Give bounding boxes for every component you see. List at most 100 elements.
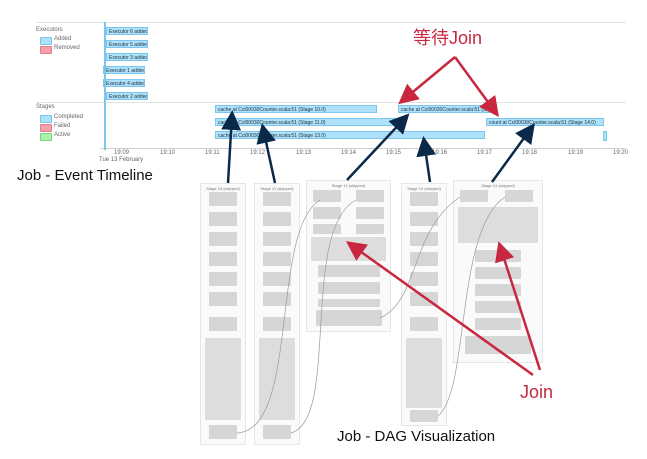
stage-event[interactable]: count at Ccl00030Counter.scala:51 (Stage… <box>486 118 604 126</box>
dag-node <box>209 292 237 306</box>
tick-label: 19:17 <box>477 150 493 156</box>
dag-node <box>263 272 291 286</box>
legend-completed-label: Completed <box>54 114 84 120</box>
dag-node <box>263 232 291 246</box>
dag-node <box>209 212 237 226</box>
stages-heading: Stages <box>36 104 55 110</box>
red-arrow <box>345 241 534 377</box>
executors-heading: Executors <box>36 27 63 33</box>
dag-stage-title: Stage 12 (skipped) <box>331 183 366 188</box>
dag-node <box>356 207 384 219</box>
navy-arrow <box>256 123 277 184</box>
legend-completed-swatch <box>40 115 52 123</box>
dag-node <box>313 190 341 202</box>
dag-node <box>263 192 291 206</box>
dag-node <box>410 410 438 422</box>
tick-label: 19:14 <box>341 150 357 156</box>
stage-active-sliver[interactable] <box>603 131 607 141</box>
dag-node <box>410 272 438 286</box>
dag-node <box>505 190 533 202</box>
red-arrow <box>453 56 499 118</box>
tick-label: 19:20 <box>613 150 629 156</box>
dag-node <box>209 192 237 206</box>
legend-removed-swatch <box>40 46 52 54</box>
dag-stage-title: Stage 14 (skipped) <box>481 183 515 188</box>
executor-event[interactable]: Executor 5 added <box>106 40 148 48</box>
event-timeline: Executors Added Removed Executor 6 added… <box>0 0 647 165</box>
dag-node <box>209 425 237 439</box>
legend-active-label: Active <box>54 132 71 138</box>
tick-label: 19:10 <box>160 150 176 156</box>
dag-node <box>318 265 380 277</box>
red-arrow <box>495 241 542 371</box>
wait-join-label: 等待Join <box>413 28 483 48</box>
timeline-top-border <box>36 22 626 23</box>
dag-edge <box>379 196 461 319</box>
legend-removed-label: Removed <box>54 45 80 51</box>
dag-cluster <box>458 207 538 243</box>
dag-node <box>263 252 291 266</box>
dag-cluster <box>406 338 442 408</box>
executor-event[interactable]: Executor 6 added <box>106 27 148 35</box>
dag-node <box>263 425 291 439</box>
dag-node <box>410 317 438 331</box>
dag-cluster <box>259 338 295 420</box>
dag-visualization-label: Job - DAG Visualization <box>337 428 496 445</box>
dag-node <box>209 252 237 266</box>
legend-added-swatch <box>40 37 52 45</box>
dag-node <box>410 192 438 206</box>
executor-event[interactable]: Executor 3 added <box>106 53 148 61</box>
dag-edge <box>437 196 506 417</box>
dag-node <box>356 190 384 202</box>
dag-stage-title: Stage 10 (skipped) <box>206 186 240 191</box>
legend-added-label: Added <box>54 36 72 42</box>
legend-failed-label: Failed <box>54 123 71 129</box>
dag-node <box>465 336 531 354</box>
navy-arrow <box>416 136 437 183</box>
dag-node <box>313 224 341 234</box>
dag-node <box>263 292 291 306</box>
tick-label: 19:11 <box>205 150 220 156</box>
dag-node <box>475 301 521 313</box>
tick-label: 19:16 <box>432 150 448 156</box>
navy-arrow <box>490 122 535 183</box>
dag-node <box>410 212 438 226</box>
dag-node <box>318 299 380 307</box>
timeline-mid-border <box>36 102 626 103</box>
dag-node <box>410 232 438 246</box>
dag-node <box>318 282 380 294</box>
legend-failed-swatch <box>40 124 52 132</box>
dag-node <box>475 284 521 296</box>
dag-edge <box>236 199 321 434</box>
navy-arrow <box>346 113 410 181</box>
executor-event[interactable]: Executor 2 added <box>106 92 148 100</box>
tick-label: 19:09 <box>114 150 130 156</box>
current-time-marker <box>104 22 106 150</box>
tick-label: 19:19 <box>568 150 584 156</box>
dag-node <box>313 207 341 219</box>
tick-label: 19:18 <box>522 150 538 156</box>
dag-node <box>316 310 382 326</box>
dag-node <box>209 317 237 331</box>
dag-node <box>209 232 237 246</box>
stage-event[interactable]: cache at Ccl00030Counter.scala:51 (Stage… <box>215 105 377 113</box>
tick-label: 19:13 <box>296 150 312 156</box>
dag-cluster <box>205 338 241 420</box>
executor-event[interactable]: Executor 4 added <box>103 79 145 87</box>
dag-node <box>209 272 237 286</box>
legend-active-swatch <box>40 133 52 141</box>
dag-stage-title: Stage 11 (skipped) <box>260 186 294 191</box>
tick-label: 19:12 <box>250 150 266 156</box>
dag-node <box>475 318 521 330</box>
dag-stage-title: Stage 13 (skipped) <box>407 186 441 191</box>
dag-node <box>410 252 438 266</box>
tick-label: 19:15 <box>386 150 402 156</box>
event-timeline-label: Job - Event Timeline <box>17 167 153 184</box>
navy-arrow <box>221 110 242 184</box>
red-arrow <box>398 56 456 105</box>
executor-event[interactable]: Executor 1 added <box>103 66 145 74</box>
dag-node <box>356 224 384 234</box>
join-label: Join <box>520 382 554 402</box>
dag-node <box>460 190 488 202</box>
